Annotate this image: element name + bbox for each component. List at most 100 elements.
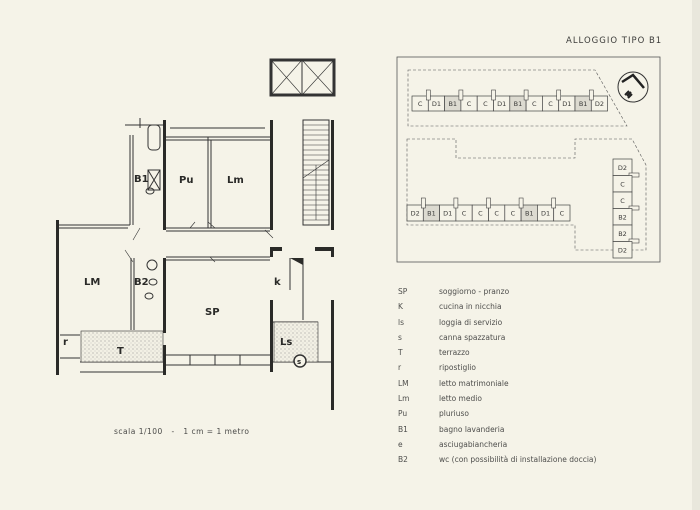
legend-row: SP soggiorno - pranzo: [398, 287, 596, 302]
site-unit-label: D1: [541, 210, 550, 218]
legend-desc: ripostiglio: [439, 363, 476, 373]
stair-core: [486, 197, 491, 209]
legend-desc: soggiorno - pranzo: [439, 287, 510, 296]
site-unit-label: D1: [497, 100, 506, 108]
site-unit-label: C: [620, 180, 625, 188]
stair-core: [551, 197, 557, 209]
stair-core: [425, 89, 431, 101]
stair-core: [556, 89, 562, 101]
stair-core: [458, 89, 464, 101]
room-label-s: s: [297, 358, 301, 366]
legend-desc: pluriuso: [439, 409, 470, 419]
site-unit-label: B1: [427, 210, 436, 218]
legend-desc: bagno lavanderia: [439, 424, 505, 434]
site-unit: [590, 95, 608, 112]
page-title: ALLOGGIO TIPO B1: [566, 36, 663, 46]
legend-row: B2 wc (con possibilità di installazione d…: [398, 455, 596, 470]
site-unit-label: C: [494, 210, 499, 218]
site-unit: [553, 204, 571, 222]
site-unit-label: B1: [448, 100, 457, 108]
site-unit-label: B2: [618, 213, 627, 221]
room-label-lm-master: LM: [84, 277, 100, 288]
site-unit-label: B2: [618, 230, 627, 238]
legend-desc: canna spazzatura: [439, 332, 506, 342]
legend-row: B1 bagno lavanderia: [398, 425, 596, 440]
site-unit-label: B1: [525, 210, 534, 218]
legend-abbr: B1: [398, 424, 408, 434]
stair-core: [453, 197, 459, 209]
stair-core: [628, 238, 640, 244]
site-unit-label: C: [560, 210, 565, 218]
site-unit-label: C: [467, 100, 472, 108]
stair-core: [628, 205, 640, 211]
legend-abbr: s: [398, 332, 402, 342]
stair-core: [420, 197, 426, 209]
site-unit-label: C: [620, 197, 625, 205]
site-unit-label: C: [532, 100, 537, 108]
legend-abbr: Lm: [398, 394, 410, 404]
legend-abbr: Pu: [398, 409, 408, 419]
legend-row: e asciugabiancheria: [398, 440, 596, 455]
site-unit-label: D1: [432, 100, 441, 108]
site-plan: [396, 56, 661, 263]
legend-desc: letto matrimoniale: [439, 378, 509, 388]
legend-abbr: e: [398, 439, 403, 449]
legend-row: r ripostiglio: [398, 363, 596, 378]
legend-row: LM letto matrimoniale: [398, 379, 596, 394]
scale-note: scala 1/100 - 1 cm = 1 metro: [114, 427, 250, 436]
legend-desc: terrazzo: [439, 348, 470, 358]
room-label-lm-medium: Lm: [227, 175, 244, 186]
legend-desc: letto medio: [439, 394, 482, 404]
stair-core: [523, 89, 529, 101]
room-label-k: k: [274, 277, 281, 288]
stair-core: [518, 197, 524, 209]
site-unit-label: D2: [411, 210, 420, 218]
room-label-t: T: [117, 346, 124, 357]
stair-core: [491, 89, 496, 101]
legend-desc: asciugabiancheria: [439, 439, 508, 449]
site-unit-label: C: [478, 210, 483, 218]
legend-row: Pu pluriuso: [398, 409, 596, 424]
site-unit-label: D1: [443, 210, 452, 218]
legend-desc: wc (con possibilità di installazione doc…: [439, 455, 597, 465]
site-unit-label: D2: [595, 100, 604, 108]
legend-desc: loggia di servizio: [439, 317, 503, 327]
floor-plan: [56, 58, 336, 410]
legend-abbr: SP: [398, 287, 408, 296]
legend-abbr: T: [398, 348, 403, 358]
legend-abbr: r: [398, 363, 402, 373]
page-edge: [692, 0, 700, 510]
room-label-b2: B2: [134, 277, 149, 288]
legend-abbr: ls: [398, 317, 404, 327]
site-unit-label: C: [418, 100, 423, 108]
room-label-ls: Ls: [280, 337, 292, 348]
legend-row: ls loggia di servizio: [398, 318, 596, 333]
room-label-r: r: [63, 337, 68, 348]
site-unit-label: C: [548, 100, 553, 108]
site-unit-label: C: [511, 210, 516, 218]
plan-labels: B1 Pu Lm LM B2 k SP r T Ls s: [63, 174, 301, 366]
room-label-pu: Pu: [179, 175, 193, 186]
room-label-sp: SP: [205, 307, 220, 318]
site-unit-label: B1: [514, 100, 523, 108]
site-unit-label: D2: [618, 164, 627, 172]
legend-abbr: B2: [398, 455, 408, 465]
legend-abbr: LM: [398, 378, 409, 388]
legend-abbr: K: [398, 302, 403, 312]
room-label-b1: B1: [134, 174, 149, 185]
site-unit-label: C: [483, 100, 488, 108]
legend-row: s canna spazzatura: [398, 333, 596, 348]
site-unit-label: D2: [618, 246, 627, 254]
stair-core: [588, 89, 594, 101]
site-unit-label: C: [462, 210, 467, 218]
site-unit-label: D1: [562, 100, 571, 108]
site-unit-label: B1: [579, 100, 588, 108]
legend-desc: cucina in nicchia: [439, 302, 502, 312]
site-unit: [612, 241, 633, 259]
stair-core: [628, 172, 640, 178]
